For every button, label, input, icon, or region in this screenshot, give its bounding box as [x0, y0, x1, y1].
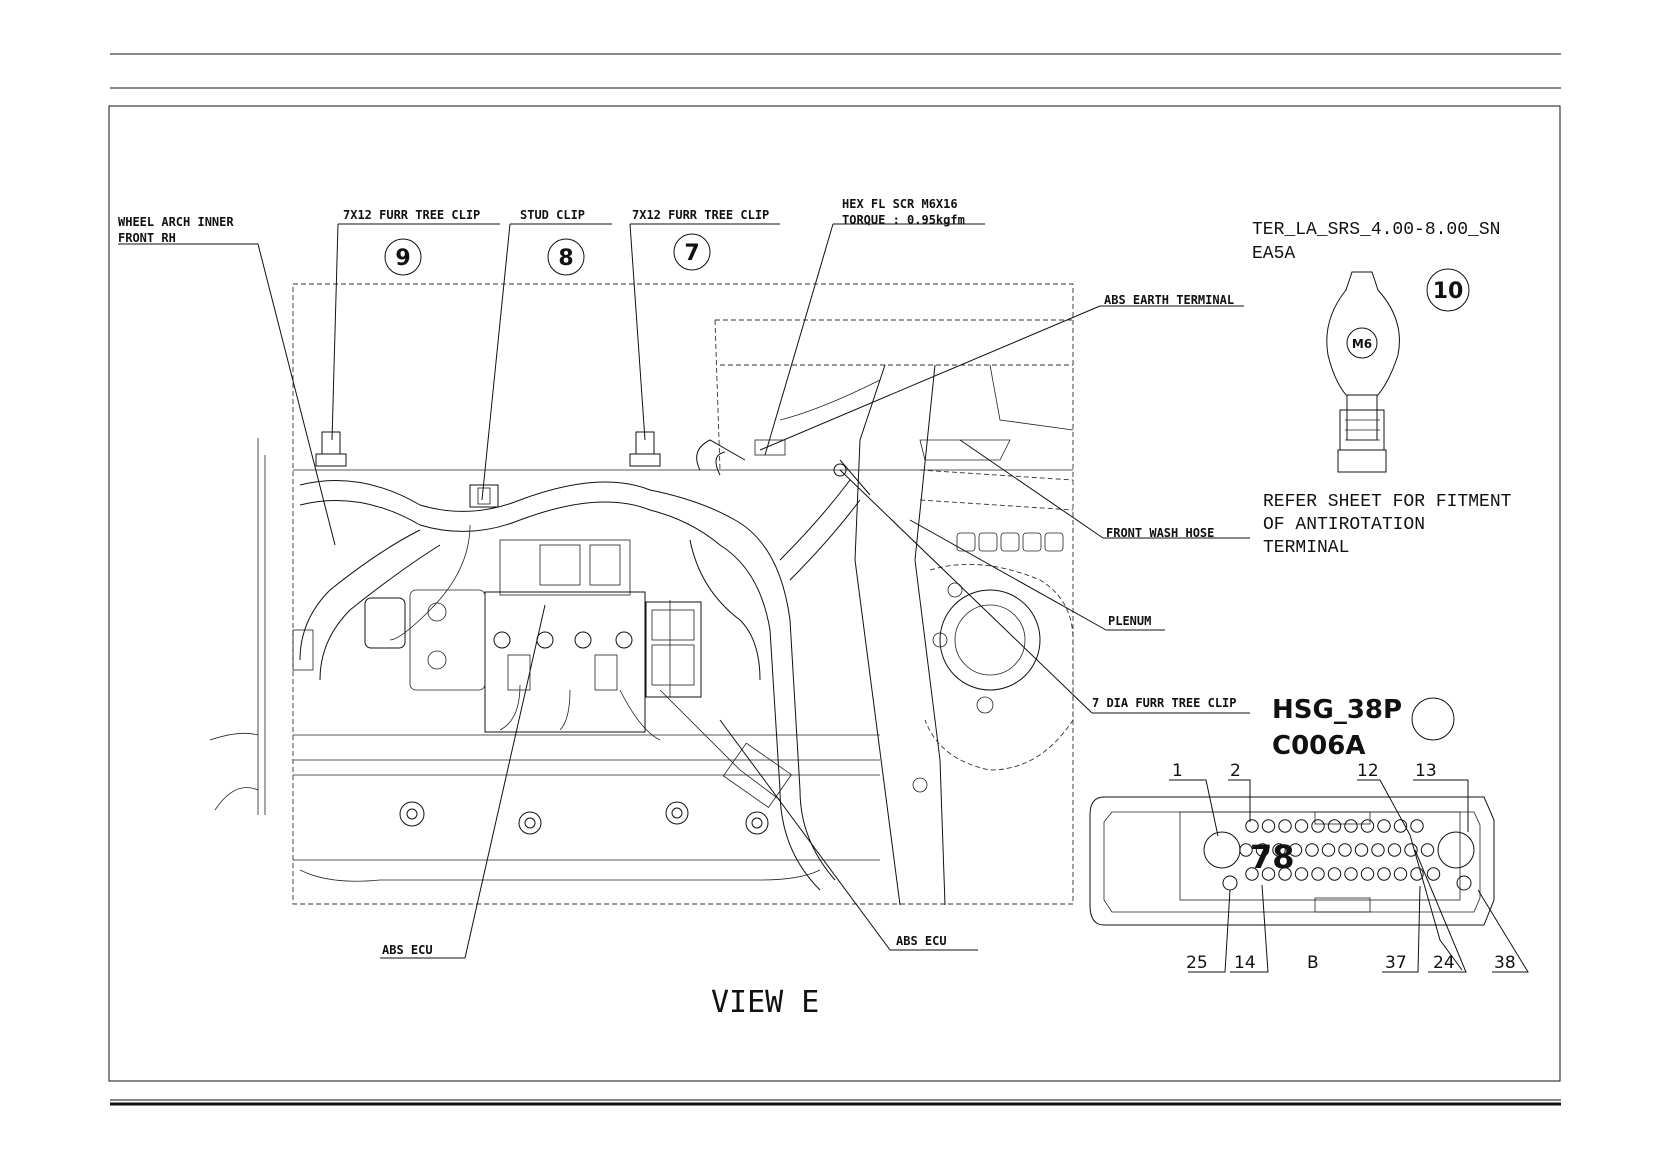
connector-cavity [1278, 867, 1292, 881]
terminal-stamp: M6 [1352, 337, 1372, 351]
connector-cavity [1387, 843, 1402, 857]
abs-ecu-block [409, 539, 702, 733]
balloon-9 [384, 238, 422, 276]
leader-lines [118, 223, 1250, 959]
front-wash-hose-label: FRONT WASH HOSE [1106, 526, 1214, 540]
furr-tree-clip-label-7: 7X12 FURR TREE CLIP [632, 208, 769, 222]
fitment-note-1: REFER SHEET FOR FITMENT [1263, 492, 1512, 512]
balloon-10 [1426, 268, 1470, 312]
connector-cavity [1327, 867, 1342, 881]
pin-label-37: 37 [1385, 953, 1407, 973]
pin-label-2: 2 [1230, 761, 1241, 781]
connector-cavity [1360, 819, 1375, 833]
pin-label-14: 14 [1234, 953, 1256, 973]
connector-pin-rows [1239, 819, 1441, 881]
connector-large-cavity-right [1437, 831, 1475, 869]
pin-label-1: 1 [1172, 761, 1183, 781]
connector-housing-inner [1103, 811, 1481, 913]
connector-cavity [1294, 819, 1309, 833]
connector-cavity [1377, 819, 1391, 833]
connector-cavity [1272, 843, 1286, 857]
abs-ecu-label-left: ABS ECU [382, 943, 433, 957]
abs-earth-terminal-label: ABS EARTH TERMINAL [1104, 293, 1234, 307]
abs-ecu-label-right: ABS ECU [896, 934, 947, 948]
stud-clip-label: STUD CLIP [520, 208, 585, 222]
connector-cavity [1360, 867, 1375, 881]
connector-cavity [1278, 819, 1292, 833]
connector-cavity [1344, 867, 1358, 881]
balloon-9-text: 9 [395, 246, 410, 271]
terminal-part-suffix: EA5A [1252, 244, 1295, 264]
wheel-arch-label-2: FRONT RH [118, 231, 176, 245]
connector-cavity [1255, 843, 1270, 857]
connector-cavity [1393, 867, 1408, 881]
connector-cavity [1404, 843, 1418, 857]
fitment-note-3: TERMINAL [1263, 538, 1349, 558]
view-boundary [292, 283, 1074, 905]
terminal-part-number: TER_LA_SRS_4.00-8.00_SN [1252, 220, 1500, 240]
connector-cavity [1288, 843, 1303, 857]
connector-cavity [1305, 843, 1319, 857]
connector-cavity [1311, 819, 1325, 833]
connector-cavity [1426, 867, 1441, 881]
harness-clips [292, 431, 661, 671]
connector-cavity [1338, 843, 1352, 857]
connector-cavity [1245, 867, 1259, 881]
connector-cavity [1420, 843, 1435, 857]
wiring-harness [299, 439, 836, 891]
connector-overlay-text: 78 [1250, 838, 1295, 876]
plenum-label: PLENUM [1108, 614, 1151, 628]
pin-label-25: 25 [1186, 953, 1208, 973]
drawing-frame [108, 105, 1561, 1082]
dia-clip-label: 7 DIA FURR TREE CLIP [1092, 696, 1237, 710]
pin-label-13: 13 [1415, 761, 1437, 781]
connector-cavity [1239, 843, 1253, 857]
connector-cavity [1377, 867, 1391, 881]
connector-cavity [1261, 867, 1276, 881]
body-panel [714, 319, 1074, 906]
pin-label-12: 12 [1357, 761, 1379, 781]
connector-cavity [1311, 867, 1325, 881]
balloon-8-text: 8 [558, 246, 573, 271]
wheel-arch-label-1: WHEEL ARCH INNER [118, 215, 234, 229]
item-balloons: 9 8 7 10 [384, 233, 1470, 312]
furr-tree-clip-label-9: 7X12 FURR TREE CLIP [343, 208, 480, 222]
fitment-note-2: OF ANTIROTATION [1263, 515, 1425, 535]
plenum-slots [956, 532, 1064, 552]
ring-terminal-detail: TER_LA_SRS_4.00-8.00_SN EA5A M6 REFER SH… [1252, 220, 1512, 558]
assembly-view [209, 283, 1074, 906]
connector-cavity [1344, 819, 1358, 833]
balloon-10-text: 10 [1433, 279, 1464, 304]
connector-code: C006A [1272, 731, 1365, 761]
connector-housing-outer [1089, 796, 1495, 926]
hex-screw-label-2: TORQUE : 0.95kgfm [842, 213, 965, 227]
connector-cavity [1327, 819, 1342, 833]
connector-cavity [1354, 843, 1369, 857]
connector-cavity [1371, 843, 1385, 857]
connector-cavity [1410, 867, 1424, 881]
rail-bolts [399, 801, 769, 835]
connector-cavity [1321, 843, 1336, 857]
connector-cavity [1261, 819, 1276, 833]
connector-face-view: HSG_38P C006A 78 1 2 12 13 25 14 B 37 24… [1089, 695, 1529, 973]
balloon-7 [673, 233, 711, 271]
connector-cavity [1410, 819, 1424, 833]
connector-name: HSG_38P [1272, 695, 1402, 725]
connector-cavity [1245, 819, 1259, 833]
balloon-7-text: 7 [684, 241, 699, 266]
connector-color-circle [1411, 697, 1455, 741]
pin-label-24: 24 [1433, 953, 1455, 973]
ring-terminal-body [1326, 271, 1400, 396]
pin-label-38: 38 [1494, 953, 1516, 973]
connector-large-cavity-left [1203, 831, 1241, 869]
balloon-8 [547, 238, 585, 276]
view-title: VIEW E [711, 985, 819, 1020]
ring-terminal-hole [1346, 327, 1378, 359]
hex-screw-label-1: HEX FL SCR M6X16 [842, 197, 958, 211]
connector-cavity [1393, 819, 1408, 833]
connector-cavity [1294, 867, 1309, 881]
pin-label-b: B [1307, 953, 1319, 973]
